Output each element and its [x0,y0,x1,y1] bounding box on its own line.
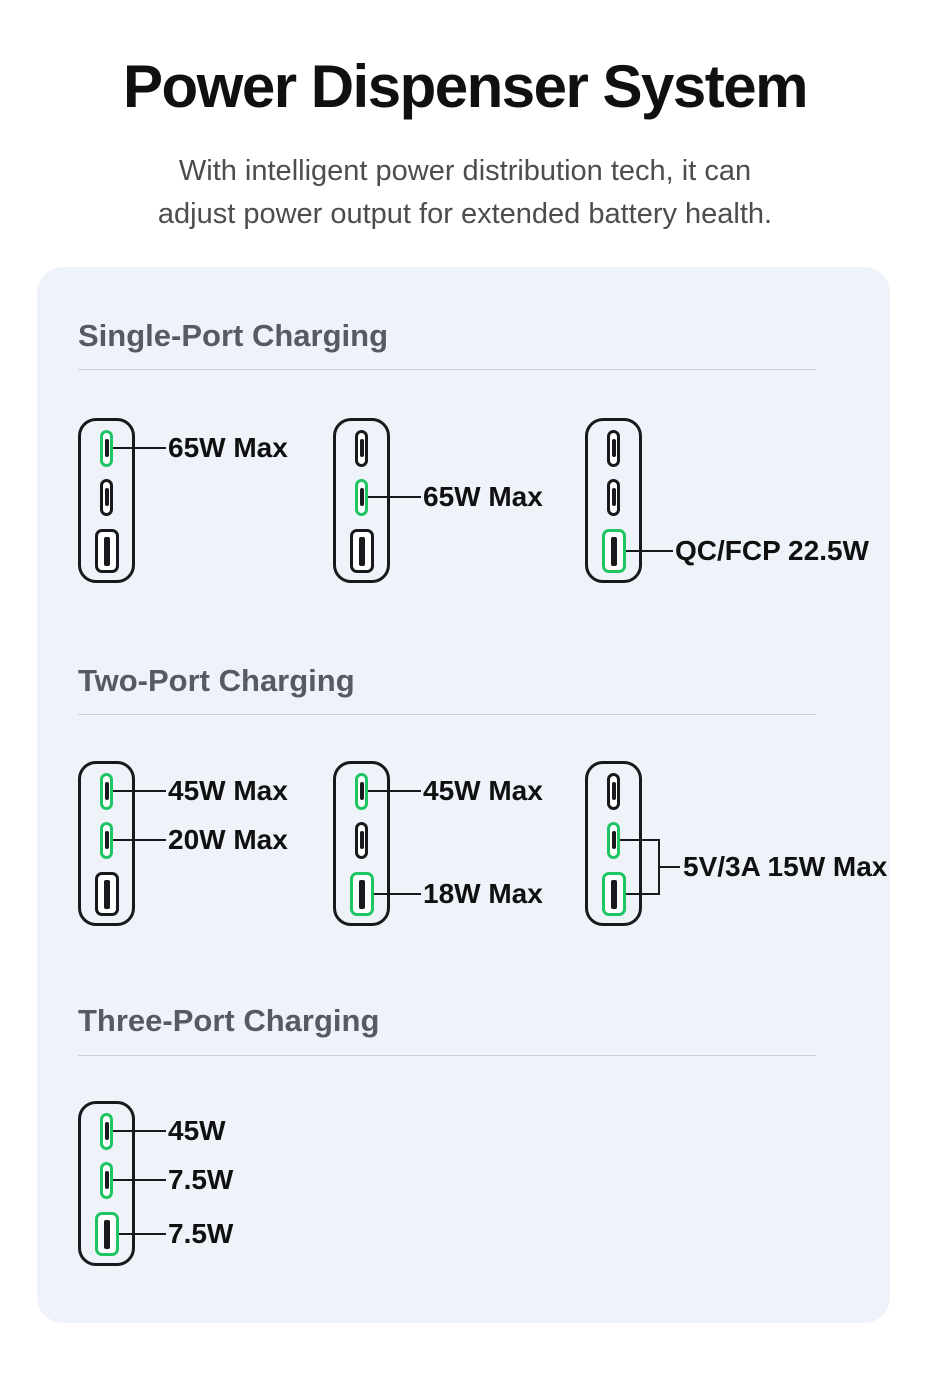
port-pin [359,831,364,849]
connector-line [625,893,660,895]
connector-line [373,893,421,895]
port-label: 65W Max [168,432,288,463]
section-divider-single-port [78,369,816,370]
usb-a-port [601,872,626,916]
port-pin [358,879,365,909]
usb-c-port [100,1161,113,1199]
charger-outline [585,761,642,926]
port-pin [103,879,110,909]
connector-line [658,866,680,868]
connector-line [113,790,166,792]
port-pin [611,831,616,849]
usb-c-port [100,821,113,859]
port-label: 45W [168,1115,226,1146]
charger-outline [78,761,135,926]
port-pin [103,1219,110,1249]
section-heading-three-port: Three-Port Charging [78,1003,380,1038]
connector-line [113,447,166,449]
port-pin [359,439,364,457]
subtitle-line-2: adjust power output for extended battery… [157,198,773,230]
port-pin [104,439,109,457]
connector-line [368,496,421,498]
usb-c-port [355,772,368,810]
usb-a-port [94,1212,119,1256]
connector-line [113,1130,166,1132]
section-heading-single-port: Single-Port Charging [78,318,388,353]
section-divider-two-port [78,714,816,715]
usb-c-port [607,821,620,859]
usb-a-port [94,529,119,573]
port-label: QC/FCP 22.5W [675,535,869,566]
usb-a-port [349,872,374,916]
port-pin [103,536,110,566]
port-pin [104,488,109,506]
usb-c-port [355,429,368,467]
port-label: 7.5W [168,1218,234,1249]
charger-outline [585,418,642,583]
port-pin [611,439,616,457]
port-pin [104,1122,109,1140]
port-pin [610,536,617,566]
connector-line [368,790,421,792]
port-label: 45W Max [168,775,288,806]
port-pin [611,488,616,506]
port-label: 18W Max [423,878,543,909]
usb-c-port [100,478,113,516]
usb-c-port [607,478,620,516]
port-pin [359,488,364,506]
port-pin [104,831,109,849]
usb-a-port [601,529,626,573]
usb-c-port [607,772,620,810]
usb-c-port [100,429,113,467]
port-label: 7.5W [168,1164,234,1195]
section-divider-three-port [78,1055,816,1056]
page-title: Power Dispenser System [123,53,808,120]
connector-line [113,839,166,841]
port-pin [359,782,364,800]
port-label: 20W Max [168,824,288,855]
usb-c-port [355,821,368,859]
connector-line [113,1179,166,1181]
charger-outline [333,761,390,926]
port-label: 5V/3A 15W Max [683,851,888,882]
port-pin [104,782,109,800]
usb-a-port [94,872,119,916]
connector-line [118,1233,166,1235]
usb-c-port [100,1112,113,1150]
port-pin [358,536,365,566]
charger-outline [78,1101,135,1266]
port-pin [104,1171,109,1189]
usb-a-port [349,529,374,573]
usb-c-port [607,429,620,467]
subtitle-line-1: With intelligent power distribution tech… [178,155,752,187]
charger-row-three-port: 45W 7.5W 7.5W [37,1101,890,1286]
port-label: 65W Max [423,481,543,512]
usb-c-port [100,772,113,810]
usb-c-port [355,478,368,516]
port-pin [611,782,616,800]
charger-outline [333,418,390,583]
page-subtitle: With intelligent power distribution tech… [0,150,930,236]
charger-outline [78,418,135,583]
section-heading-two-port: Two-Port Charging [78,663,355,698]
port-label: 45W Max [423,775,543,806]
connector-line [625,550,673,552]
port-pin [610,879,617,909]
connector-line [620,839,660,841]
charger-row-two-port: 45W Max 20W Max 45W Max 18W Max 5V/3A 15W Ma… [37,761,890,946]
